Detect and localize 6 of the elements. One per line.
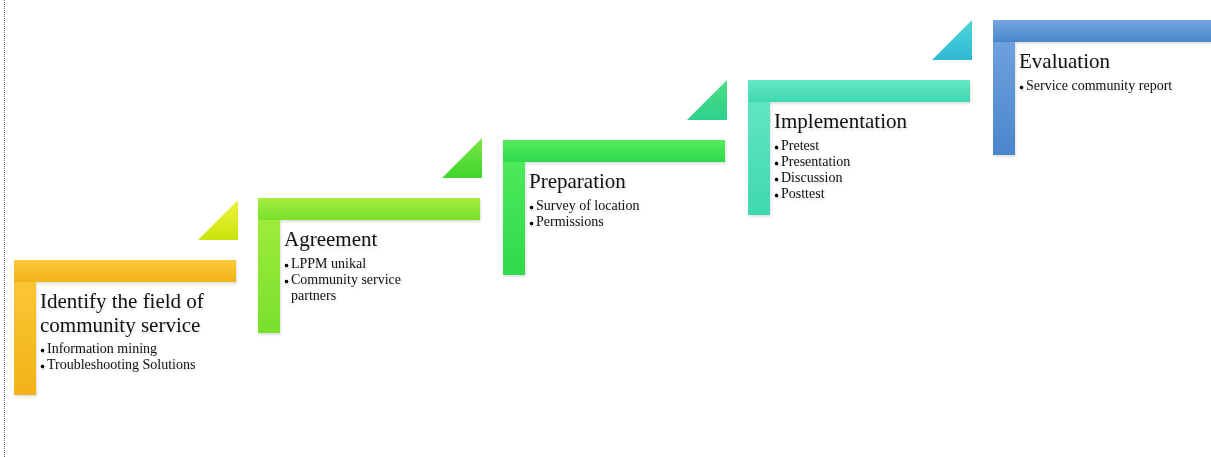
step-title: Identify the field of community service	[40, 290, 205, 338]
step-title: Agreement	[284, 228, 379, 252]
step-bracket	[993, 20, 1211, 155]
step-title: Preparation	[529, 170, 627, 194]
step-title: Evaluation	[1019, 50, 1111, 74]
step-title: Implementation	[774, 110, 908, 134]
